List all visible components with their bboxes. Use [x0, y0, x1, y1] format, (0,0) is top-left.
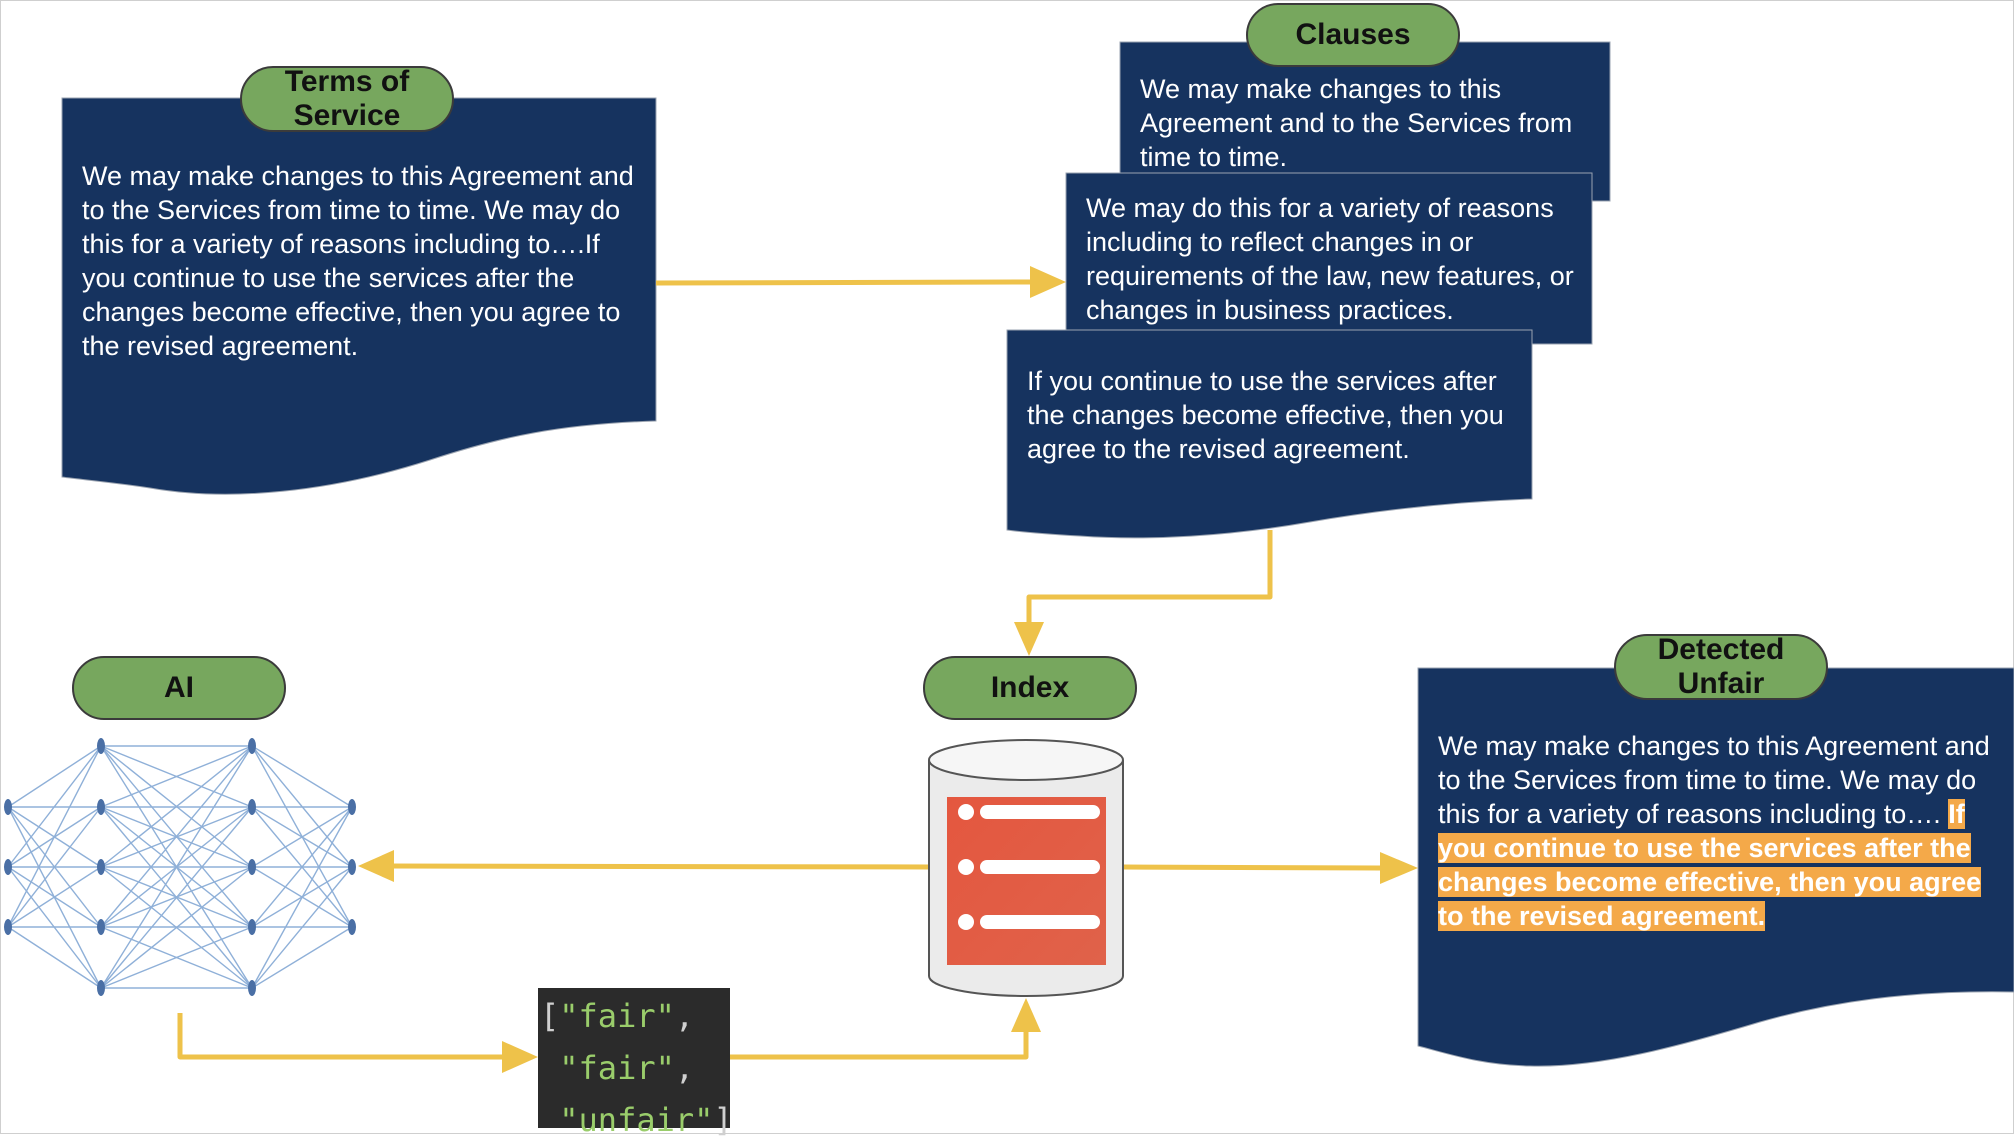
detected-label-line-1: Detected: [1657, 633, 1785, 666]
nn-connection: [7, 866, 102, 928]
code-open-bracket: [: [540, 997, 560, 1035]
clause-text-2: We may do this for a variety of reasons …: [1086, 193, 1574, 325]
clause-document-shape-3: [1006, 329, 1533, 539]
nn-node: [97, 738, 105, 754]
nn-node: [4, 799, 12, 815]
nn-connection: [7, 806, 102, 928]
arrowheads: [358, 266, 1418, 1073]
arrow-ai-to-predictions: [177, 1013, 505, 1060]
terms-text: We may make changes to this Agreement an…: [82, 161, 634, 361]
nn-connection: [7, 926, 102, 989]
database-record-panel: [947, 797, 1106, 965]
nn-node: [97, 859, 105, 875]
nn-connection: [100, 745, 253, 989]
arrow-clauses-to-index: [1026, 530, 1273, 628]
prediction-line-2: "fair",: [540, 1042, 730, 1094]
arrowhead-index-top: [1014, 622, 1044, 656]
nn-connection: [251, 806, 353, 928]
arrowhead-index-bottom: [1011, 998, 1041, 1032]
nn-connection: [251, 926, 353, 989]
nn-connection: [100, 745, 253, 928]
predictions-code-block: ["fair", "fair", "unfair"]: [538, 988, 733, 1139]
index-label: Index: [923, 656, 1137, 720]
clause-text-3: If you continue to use the services afte…: [1027, 366, 1504, 464]
detected-text-plain: We may make changes to this Agreement an…: [1438, 731, 1990, 829]
nn-connection: [100, 745, 253, 868]
clause-text-1: We may make changes to this Agreement an…: [1140, 74, 1573, 172]
nn-node: [248, 799, 256, 815]
clauses-label: Clauses: [1246, 3, 1460, 67]
code-close-bracket: ]: [713, 1101, 733, 1139]
prediction-line-1: ["fair",: [540, 990, 730, 1042]
nn-node: [97, 980, 105, 996]
nn-node: [348, 919, 356, 935]
terms-label-line-2: Service: [293, 99, 401, 132]
detected-label: Detected Unfair: [1614, 633, 1828, 700]
nn-connection: [100, 866, 253, 989]
nn-connection: [100, 806, 253, 989]
nn-connection: [251, 806, 353, 989]
arrowhead-predictions: [502, 1041, 538, 1073]
arrow-predictions-to-index: [730, 1030, 1029, 1060]
ai-label: AI: [72, 656, 286, 720]
arrowhead-clauses: [1030, 266, 1066, 298]
nn-node: [4, 919, 12, 935]
nn-connection: [251, 806, 353, 868]
code-comma-1: ,: [674, 997, 695, 1035]
prediction-item-1: "fair": [559, 997, 675, 1035]
nn-connection: [100, 745, 253, 808]
detected-label-line-2: Unfair: [1677, 667, 1765, 700]
nn-node: [248, 738, 256, 754]
nn-connection: [251, 866, 353, 989]
nn-node: [4, 859, 12, 875]
nn-connection: [100, 926, 253, 989]
prediction-item-3: "unfair": [559, 1101, 714, 1139]
database-top: [928, 739, 1124, 781]
nn-node: [348, 859, 356, 875]
nn-node: [348, 799, 356, 815]
neural-network-icon: [4, 738, 356, 996]
arrowhead-detected: [1380, 852, 1418, 884]
nn-node: [97, 919, 105, 935]
nn-connection: [7, 745, 102, 808]
prediction-line-3: "unfair"]: [540, 1094, 733, 1146]
clause-document-shape-2: [1065, 172, 1593, 345]
nn-connection: [7, 745, 102, 868]
arrow-index-to-ai: [383, 863, 930, 870]
nn-node: [97, 799, 105, 815]
database-icon: [928, 739, 1124, 997]
detected-text: We may make changes to this Agreement an…: [1438, 729, 2000, 933]
nn-connection: [251, 745, 353, 808]
prediction-item-2: "fair": [559, 1049, 675, 1087]
terms-label: Terms of Service: [240, 65, 454, 132]
nn-connection: [7, 745, 102, 928]
arrow-index-to-detected: [1123, 864, 1381, 871]
code-comma-2: ,: [674, 1049, 695, 1087]
nn-node: [248, 980, 256, 996]
terms-document-shape: [61, 97, 657, 495]
terms-label-line-1: Terms of: [284, 65, 410, 98]
database-records: [958, 804, 1100, 930]
arrowhead-ai: [358, 850, 394, 882]
nn-node: [248, 919, 256, 935]
nn-node: [248, 859, 256, 875]
arrow-terms-to-clauses: [655, 279, 1037, 286]
